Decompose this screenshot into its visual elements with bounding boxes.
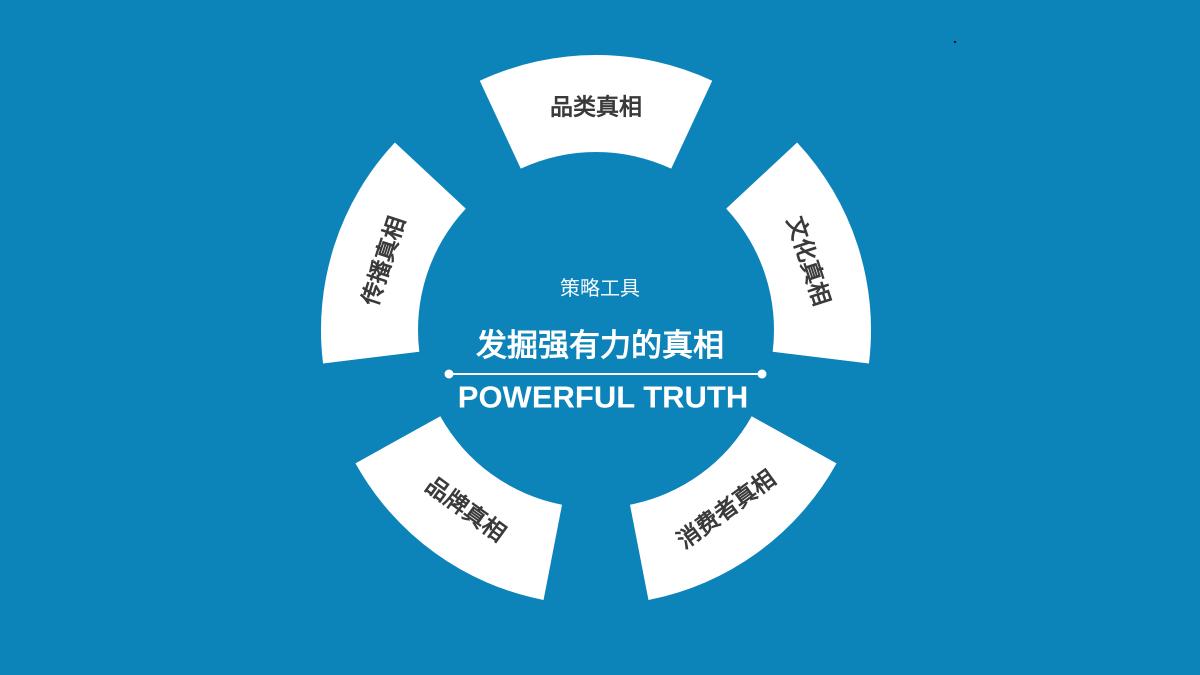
headline-divider [444, 369, 767, 379]
divider-dot-right [757, 369, 767, 379]
center-english-title: POWERFUL TRUTH [458, 380, 748, 415]
center-subtitle: 策略工具 [560, 276, 640, 300]
center-headline: 发掘强有力的真相 [475, 328, 724, 364]
segment-category-truth [479, 55, 713, 169]
segment-brand-truth [355, 416, 563, 600]
divider-dot-left [444, 369, 454, 379]
segment-culture-truth [726, 142, 871, 364]
segment-consumer-truth [629, 416, 837, 600]
corner-dot [953, 40, 957, 44]
segment-label-category: 品类真相 [550, 94, 642, 121]
segment-communication-truth [321, 142, 466, 364]
